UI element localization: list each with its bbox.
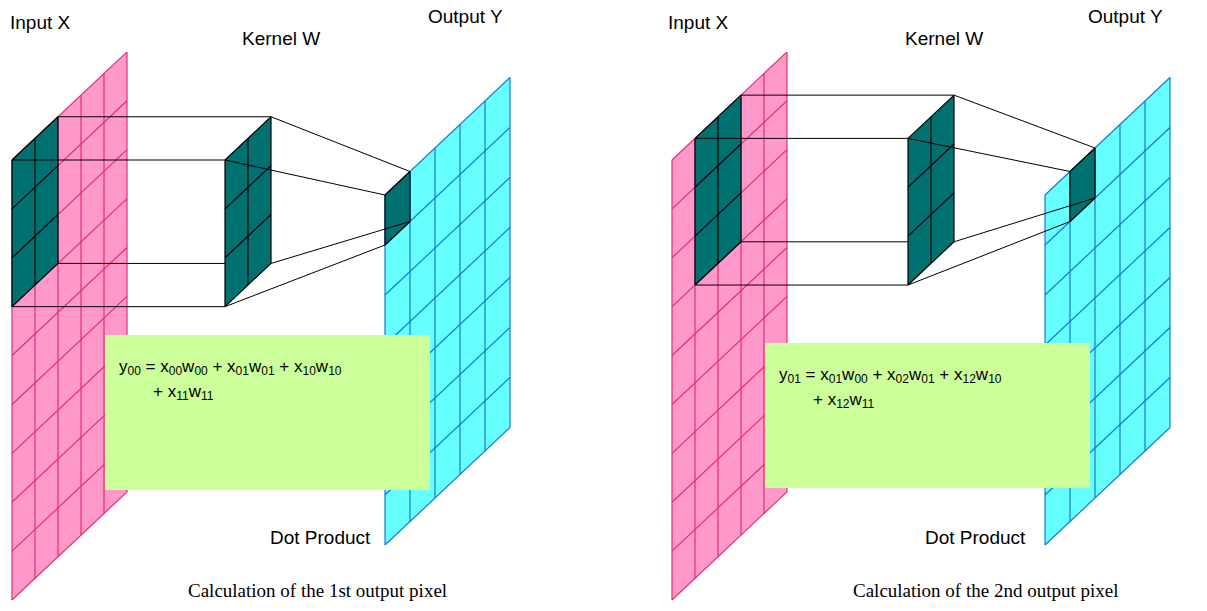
projection-line xyxy=(954,198,1095,242)
input-patch-line xyxy=(12,263,58,306)
input-patch-line xyxy=(695,95,741,138)
input-patch-line xyxy=(694,138,695,285)
input-plane-line xyxy=(740,95,741,535)
input-patch-line xyxy=(11,160,12,307)
output-plane-line xyxy=(385,228,510,346)
output-pixel-line xyxy=(1069,172,1070,222)
input-patch-line xyxy=(695,144,741,187)
input-plane-line xyxy=(12,52,127,160)
input-plane-line xyxy=(694,138,695,578)
output-plane-line xyxy=(385,128,510,246)
input-patch xyxy=(12,117,58,307)
kernel-face-line xyxy=(907,138,908,285)
output-plane-line xyxy=(484,101,485,451)
input-plane-line xyxy=(11,160,12,600)
kernel-box-edge xyxy=(695,285,908,286)
kernel-box-edge xyxy=(12,160,225,161)
output-plane-line xyxy=(1045,128,1170,246)
kernel-box-edge xyxy=(695,138,908,139)
panel-caption: Calculation of the 2nd output pixel xyxy=(853,580,1118,602)
formula-text: y00 = x00w00 + x01w01 + x10w10 + x11w11 xyxy=(153,355,348,404)
kernel-face-line xyxy=(908,95,954,138)
output-plane-line xyxy=(1169,78,1170,428)
kernel-face-line xyxy=(270,117,271,264)
input-patch-line xyxy=(12,117,58,160)
output-label: Output Y xyxy=(428,6,503,28)
kernel-face-line xyxy=(908,193,954,236)
output-pixel-line xyxy=(384,195,385,245)
input-label: Input X xyxy=(668,12,728,34)
dot-product-label: Dot Product xyxy=(270,527,370,549)
input-plane xyxy=(12,52,127,600)
output-plane-line xyxy=(459,125,460,475)
input-plane-line xyxy=(672,492,787,600)
dot-product-label: Dot Product xyxy=(925,527,1025,549)
formula-box: y00 = x00w00 + x01w01 + x10w10 + x11w11 xyxy=(105,335,430,490)
output-plane-line xyxy=(1119,125,1120,475)
input-label: Input X xyxy=(10,12,70,34)
kernel-face xyxy=(908,95,954,285)
projection-line xyxy=(954,95,1095,148)
input-patch-line xyxy=(57,117,58,264)
input-plane-line xyxy=(717,117,718,557)
input-patch xyxy=(695,95,741,285)
output-pixel xyxy=(385,172,410,246)
output-plane-line xyxy=(1045,228,1170,346)
output-plane-line xyxy=(385,78,510,196)
input-plane-line xyxy=(12,492,127,600)
output-plane-line xyxy=(1045,178,1170,296)
projection-line xyxy=(225,245,385,307)
kernel-face-line xyxy=(908,242,954,285)
projection-line xyxy=(271,117,410,172)
formula-box: y01 = x01w00 + x02w01 + x12w10 + x12w11 xyxy=(765,343,1090,488)
kernel-face xyxy=(225,117,271,307)
kernel-face-line xyxy=(225,166,271,209)
panel-caption: Calculation of the 1st output pixel xyxy=(188,580,447,602)
convolution-panel xyxy=(12,52,510,600)
output-pixel-line xyxy=(409,172,410,222)
kernel-label: Kernel W xyxy=(905,28,983,50)
formula-text: y01 = x01w00 + x02w01 + x12w10 + x12w11 xyxy=(813,363,1008,412)
convolution-panel xyxy=(672,52,1170,600)
kernel-face-line xyxy=(908,144,954,187)
input-plane xyxy=(672,52,787,600)
projection-line xyxy=(271,222,410,264)
kernel-face-line xyxy=(953,95,954,242)
projection-line xyxy=(225,160,385,195)
output-pixel xyxy=(1070,148,1095,222)
kernel-face-line xyxy=(930,117,931,264)
kernel-label: Kernel W xyxy=(242,28,320,50)
input-plane-line xyxy=(671,160,672,600)
input-patch-line xyxy=(740,95,741,242)
projection-line xyxy=(908,222,1070,286)
output-pixel-line xyxy=(1094,148,1095,198)
output-pixel-line xyxy=(1070,148,1095,172)
input-patch-line xyxy=(12,215,58,258)
kernel-face-line xyxy=(225,215,271,258)
input-plane-line xyxy=(80,95,81,535)
kernel-face-line xyxy=(224,160,225,307)
kernel-box-edge xyxy=(741,95,954,96)
input-plane-line xyxy=(672,247,787,355)
output-plane-line xyxy=(434,148,435,498)
output-label: Output Y xyxy=(1088,6,1163,28)
projection-line xyxy=(908,138,1070,171)
kernel-box-edge xyxy=(58,116,271,117)
output-plane-line xyxy=(509,78,510,428)
input-plane-line xyxy=(34,138,35,578)
input-plane-line xyxy=(57,117,58,557)
output-plane-line xyxy=(1094,148,1095,498)
input-patch-line xyxy=(695,193,741,236)
output-plane-line xyxy=(1144,101,1145,451)
output-pixel-line xyxy=(385,172,410,196)
kernel-face-line xyxy=(247,138,248,285)
kernel-box-edge xyxy=(12,306,225,307)
kernel-face-line xyxy=(225,117,271,160)
kernel-face-line xyxy=(225,263,271,306)
input-patch-line xyxy=(12,166,58,209)
input-patch-line xyxy=(695,242,741,285)
